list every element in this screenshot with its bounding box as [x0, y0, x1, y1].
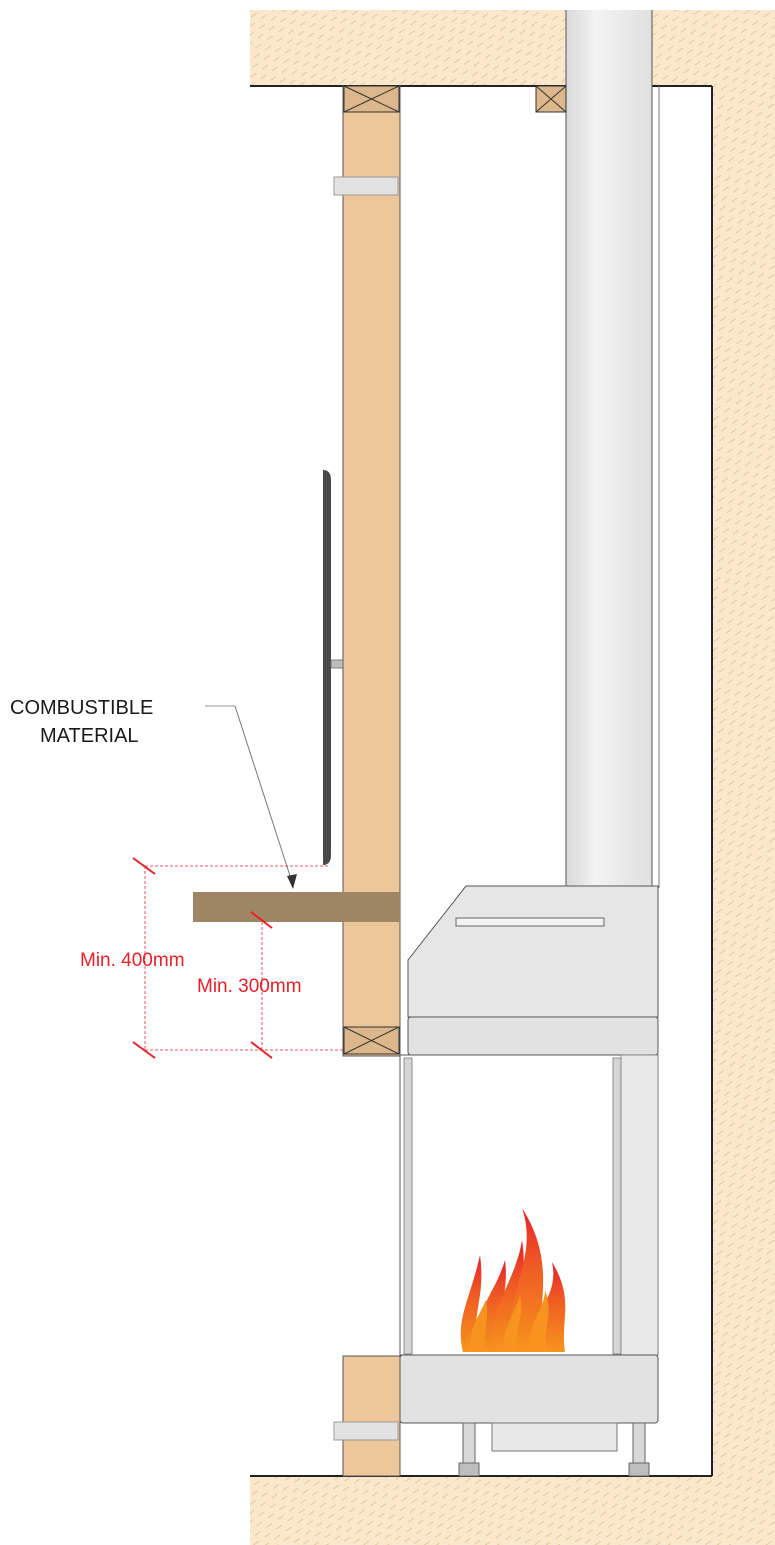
- flue-pipe: [565, 10, 660, 888]
- tv-screen: [323, 470, 344, 865]
- flue-batten: [535, 85, 567, 113]
- fireplace-hood: [407, 885, 659, 1018]
- combustible-label-line2: MATERIAL: [40, 725, 139, 747]
- combustible-label-line1: COMBUSTIBLE: [10, 697, 153, 719]
- combustible-leader: [205, 705, 297, 889]
- dimension-400: [132, 857, 345, 1059]
- min-300-label: Min. 300mm: [197, 976, 302, 997]
- wall-bracket-top: [333, 176, 399, 196]
- min-400-label: Min. 400mm: [80, 950, 185, 971]
- fireplace-base: [399, 1354, 659, 1424]
- flames: [460, 1208, 566, 1352]
- fireplace-legs: [458, 1422, 650, 1477]
- wall-bracket-bottom: [333, 1421, 399, 1441]
- dimension-300: [250, 911, 273, 1059]
- ash-tray: [491, 1422, 618, 1452]
- combustible-shelf: [193, 892, 400, 922]
- right-wall: [711, 86, 775, 1476]
- fireplace: [399, 885, 659, 1477]
- noggin: [343, 1026, 400, 1055]
- ceiling: [250, 10, 775, 87]
- floor: [250, 1475, 775, 1545]
- fireplace-top-band: [407, 1016, 659, 1056]
- top-plate: [343, 85, 400, 113]
